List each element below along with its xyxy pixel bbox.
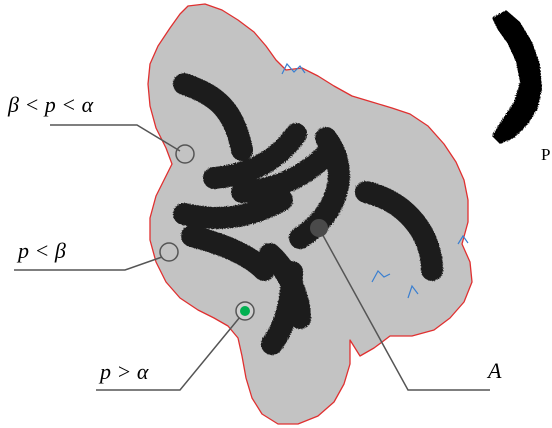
- label-p-alpha: p > α: [98, 359, 149, 384]
- stroke-3: [231, 139, 341, 203]
- probe-marker-green: [240, 306, 250, 316]
- leader-p-alpha: [96, 316, 241, 391]
- label-p-beta: p < β: [16, 238, 66, 263]
- label-A: A: [486, 358, 502, 383]
- label-beta-p-alpha: β < p < α: [7, 92, 94, 117]
- probe-circle-outside: [159, 242, 179, 262]
- stroke-9: [261, 261, 303, 355]
- stroke-1: [173, 73, 253, 161]
- leader-beta-p-alpha: [50, 124, 181, 152]
- stroke-6: [181, 225, 275, 281]
- inner-boundary-marks: [281, 62, 469, 299]
- stroke-5: [173, 189, 293, 229]
- dark-strokes: [173, 73, 443, 355]
- leader-A: [319, 229, 490, 391]
- label-P: P: [541, 145, 550, 164]
- shape-p: [492, 10, 542, 144]
- leader-lines: [14, 124, 490, 391]
- probe-circle-boundary-mid: [175, 144, 195, 164]
- probe-A: [310, 219, 328, 237]
- stroke-2: [203, 123, 307, 189]
- stroke-7: [355, 181, 443, 281]
- leader-p-beta: [14, 256, 163, 271]
